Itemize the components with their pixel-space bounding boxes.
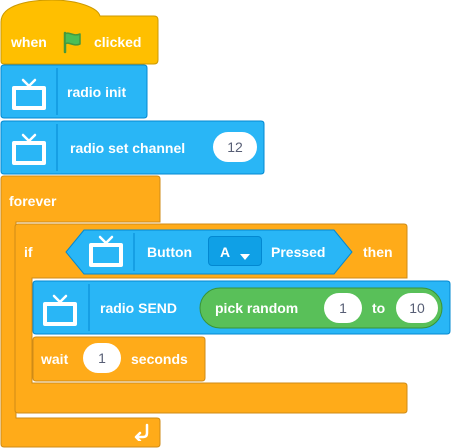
- then-label: then: [363, 244, 393, 260]
- forever-block[interactable]: [0, 175, 161, 448]
- random-to-input[interactable]: 10: [396, 293, 438, 323]
- green-flag-icon: [61, 30, 85, 59]
- channel-input[interactable]: 12: [213, 132, 257, 162]
- button-dropdown[interactable]: A: [208, 236, 262, 266]
- tv-icon: [10, 78, 48, 117]
- to-label: to: [372, 300, 386, 316]
- radio-send-label: radio SEND: [100, 300, 178, 316]
- when-flag-clicked-hat-block[interactable]: [0, 0, 159, 65]
- wait-label: wait: [41, 351, 69, 367]
- forever-label: forever: [9, 193, 57, 209]
- radio-set-channel-label: radio set channel: [70, 140, 186, 156]
- pressed-label: Pressed: [271, 244, 326, 260]
- button-dropdown-value: A: [220, 244, 231, 260]
- wait-seconds-input[interactable]: 1: [83, 343, 121, 373]
- pick-random-block[interactable]: [199, 287, 443, 329]
- tv-icon: [10, 133, 48, 172]
- when-label: when: [11, 34, 47, 50]
- clicked-label: clicked: [94, 34, 142, 50]
- button-label: Button: [147, 244, 193, 260]
- loop-arrow-icon: [133, 421, 153, 446]
- tv-icon: [87, 235, 125, 274]
- seconds-label: seconds: [131, 351, 188, 367]
- radio-set-channel-block[interactable]: [0, 120, 265, 175]
- chevron-down-icon: [240, 248, 250, 266]
- random-from-input[interactable]: 1: [324, 293, 362, 323]
- if-label: if: [24, 244, 33, 260]
- radio-init-label: radio init: [67, 84, 127, 100]
- tv-icon: [41, 294, 79, 333]
- pick-random-label: pick random: [215, 300, 299, 316]
